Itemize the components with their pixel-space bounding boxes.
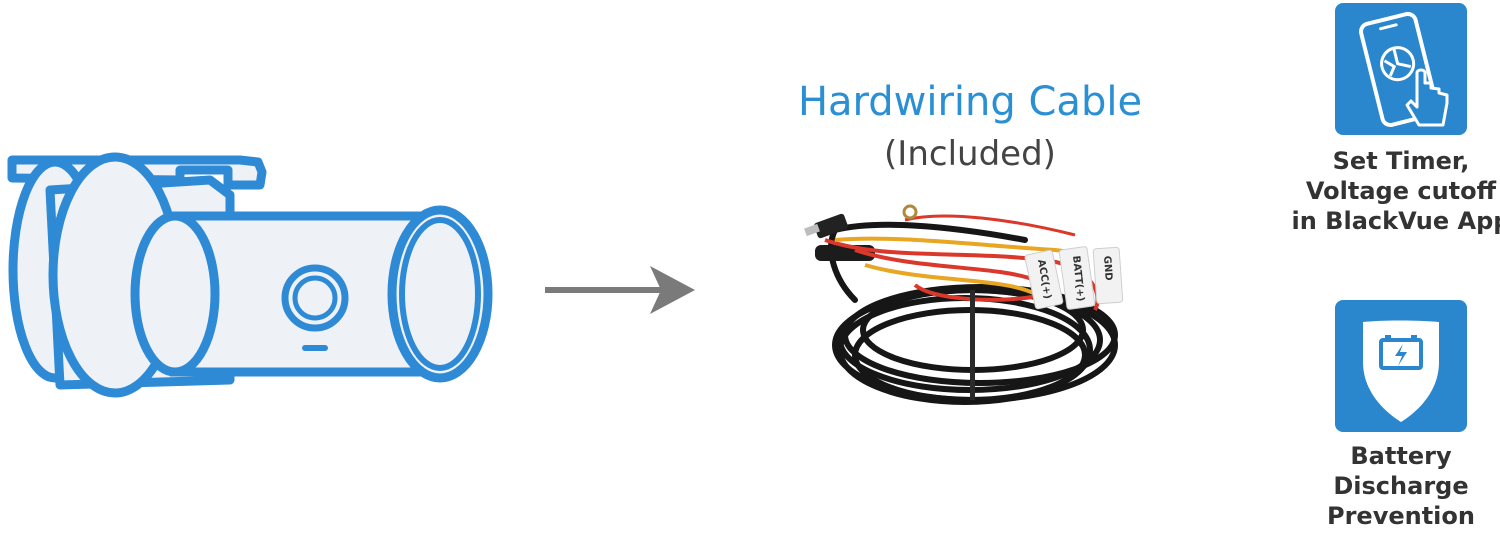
feature-label-line: Discharge <box>1333 472 1469 500</box>
feature-label-app: Set Timer, Voltage cutoff in BlackVue Ap… <box>1290 146 1500 236</box>
feature-label-line: in BlackVue App <box>1291 207 1500 235</box>
feature-label-line: Set Timer, <box>1332 147 1470 175</box>
feature-label-line: Battery <box>1350 442 1452 470</box>
phone-touch-icon <box>1359 11 1449 128</box>
dashcam-illustration <box>7 152 493 398</box>
product-subtitle: (Included) <box>884 134 1056 174</box>
feature-label-battery: Battery Discharge Prevention <box>1290 441 1500 531</box>
cable-tag-batt: BATT(+) <box>1070 255 1086 302</box>
product-title: Hardwiring Cable <box>797 79 1143 125</box>
feature-label-line: Prevention <box>1327 502 1475 530</box>
cable-tag-gnd: GND <box>1101 255 1114 281</box>
arrow-right-icon <box>545 266 695 314</box>
feature-tile-app <box>1335 3 1467 135</box>
feature-label-line: Voltage cutoff <box>1305 177 1497 205</box>
hardwiring-cable-image: ACC(+) BATT(+) GND <box>804 204 1124 405</box>
battery-shield-icon <box>1363 320 1439 422</box>
feature-tile-battery <box>1335 300 1467 432</box>
